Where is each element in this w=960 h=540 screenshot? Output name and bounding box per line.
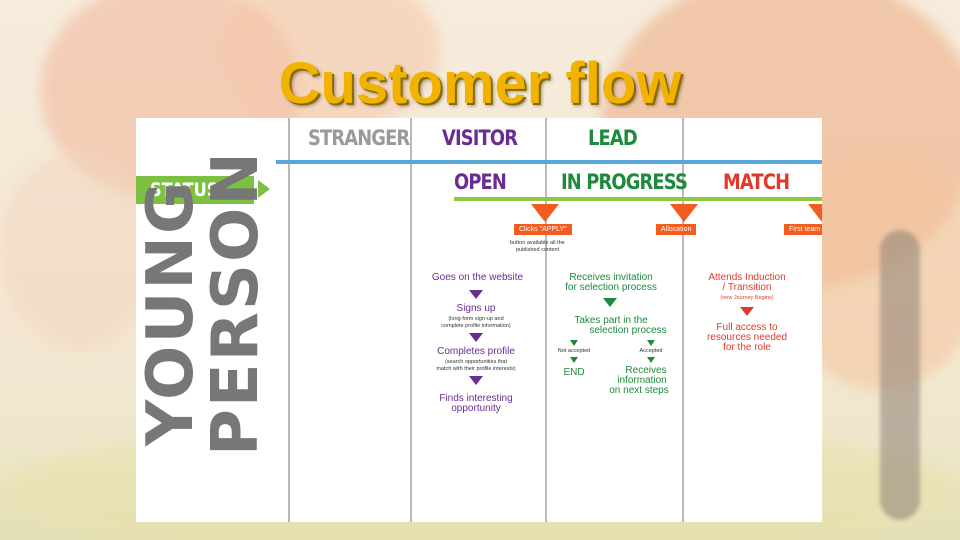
page-title: Customer flow <box>278 51 682 116</box>
open-step-signup-note-2: complete profile information) <box>441 323 511 329</box>
status-in-progress: IN PROGRESS <box>561 170 688 194</box>
open-step-website: Goes on the website <box>431 272 524 283</box>
first-team-flag: First team <box>784 224 822 235</box>
open-step-finds-2: opportunity <box>451 403 501 414</box>
header-visitor: VISITOR <box>442 126 518 150</box>
progress-arrow-left-icon <box>570 340 578 346</box>
header-lead: LEAD <box>588 126 638 150</box>
open-step-finds-1: Finds interesting <box>439 393 513 404</box>
match-step-access-2: resources needed <box>706 332 788 343</box>
apply-flag: Clicks "APPLY" <box>514 224 572 235</box>
header-stranger: STRANGER <box>308 126 410 150</box>
progress-arrow-1-icon <box>603 298 617 307</box>
stage-divider-line <box>276 160 822 164</box>
progress-arrow-end-icon <box>570 357 578 363</box>
apply-note-1: button available all the <box>510 240 565 246</box>
status-underline <box>454 197 822 201</box>
status-match: MATCH <box>723 170 790 194</box>
progress-receives-2: information <box>617 375 667 386</box>
apply-note-2: published content <box>516 247 560 253</box>
allocation-flag: Allocation <box>656 224 697 235</box>
row-label-person: PERSON <box>199 150 273 456</box>
open-step-signup-note-1: (long-form sign-up and <box>448 316 504 322</box>
status-open: OPEN <box>454 170 507 194</box>
customer-flow-diagram: STRANGER VISITOR LEAD STATUS OPEN IN PRO… <box>136 118 822 522</box>
open-arrow-2-icon <box>469 333 483 342</box>
progress-end: END <box>563 367 585 378</box>
progress-step-takes-part-2: selection process <box>589 325 667 336</box>
open-step-profile-note-1: (search opportunities that <box>444 359 508 365</box>
match-step-access-1: Full access to <box>716 322 778 333</box>
progress-step-invite-1: Receives invitation <box>569 272 653 283</box>
open-step-signup: Signs up <box>456 303 496 314</box>
status-arrow-icon <box>258 180 270 198</box>
status-tag: STATUS <box>136 176 254 204</box>
match-arrow-1-icon <box>740 307 754 316</box>
progress-not-accepted: Not accepted <box>557 348 591 354</box>
progress-accepted: Accepted <box>639 348 663 354</box>
first-team-marker-icon <box>808 204 822 222</box>
match-step-access-3: for the role <box>723 342 771 353</box>
match-step-induction-note: (new Journey Begins) <box>720 295 774 301</box>
progress-arrow-recv-icon <box>647 357 655 363</box>
progress-step-takes-part-1: Takes part in the <box>574 315 648 326</box>
match-step-induction-2: / Transition <box>722 282 772 293</box>
row-label-young: YOUNG <box>136 179 208 446</box>
apply-marker-icon <box>531 204 559 222</box>
allocation-marker-icon <box>670 204 698 222</box>
open-step-profile-note-2: match with their profile interests) <box>436 366 516 372</box>
open-step-profile: Completes profile <box>437 346 515 357</box>
progress-receives-3: on next steps <box>609 385 669 396</box>
match-step-induction-1: Attends Induction <box>708 272 786 283</box>
open-arrow-3-icon <box>469 376 483 385</box>
progress-step-invite-2: for selection process <box>565 282 657 293</box>
progress-receives-1: Receives <box>625 365 667 376</box>
open-arrow-1-icon <box>469 290 483 299</box>
progress-arrow-right-icon <box>647 340 655 346</box>
